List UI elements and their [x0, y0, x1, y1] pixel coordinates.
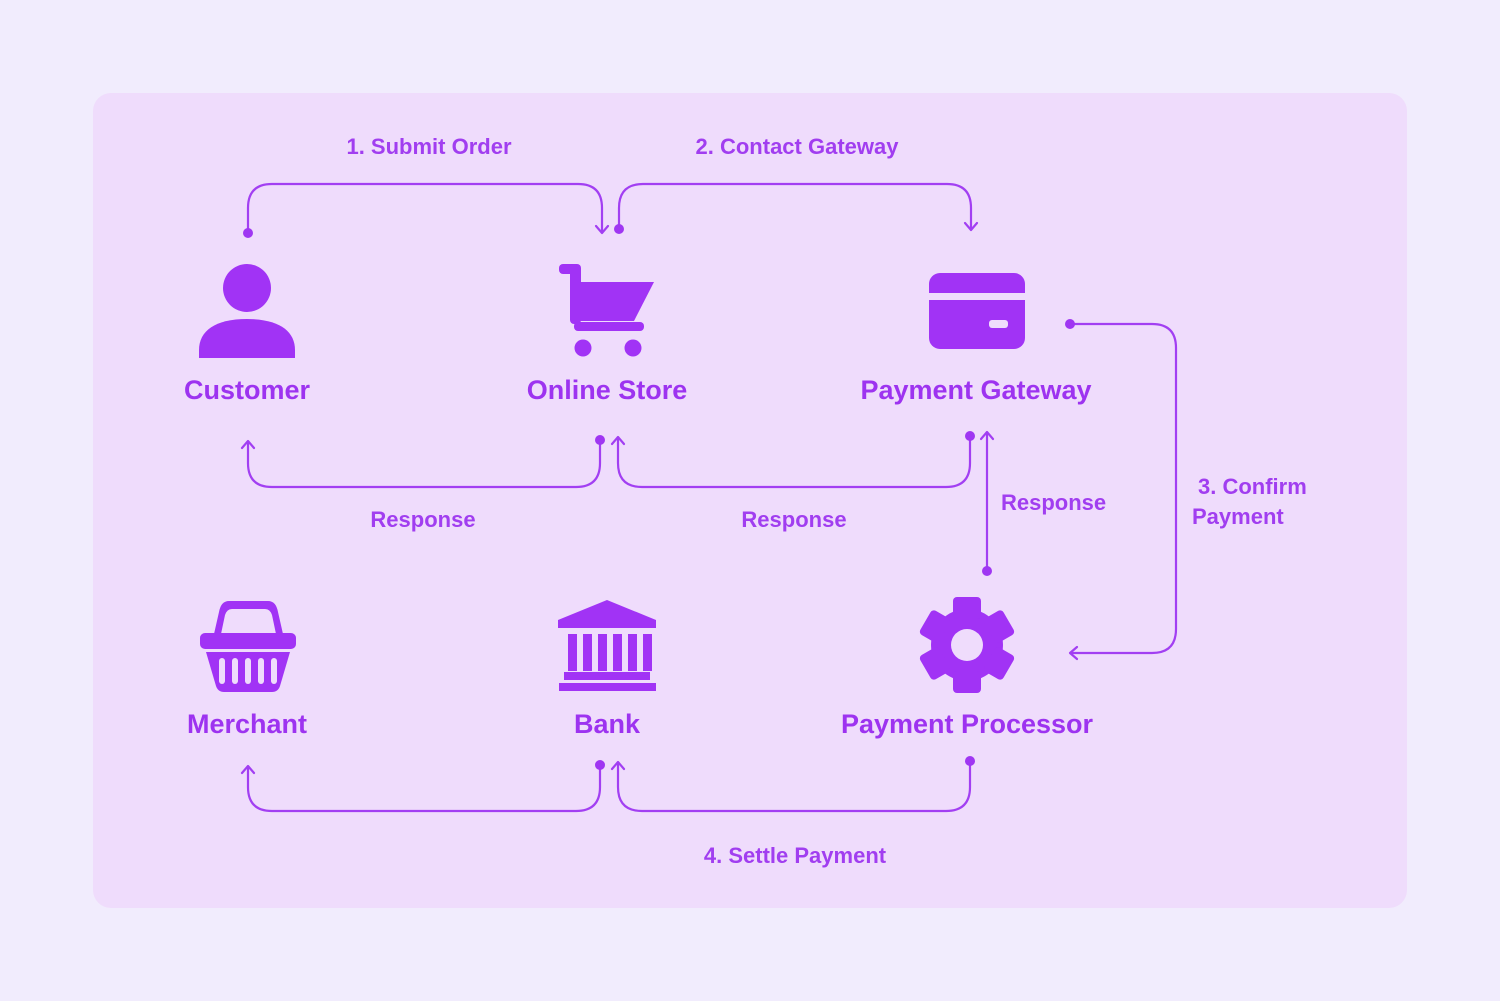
connector-response-processor-gateway	[979, 430, 995, 576]
connector-contact-gateway	[614, 182, 979, 234]
connector-settle-processor-bank	[610, 756, 975, 813]
shopping-cart-icon	[559, 264, 654, 357]
shopping-basket-icon	[200, 601, 296, 692]
person-icon	[199, 264, 295, 358]
node-label-payment-gateway: Payment Gateway	[860, 375, 1091, 405]
edge-label-response-processor-gateway: Response	[1001, 490, 1106, 515]
node-label-payment-processor: Payment Processor	[841, 709, 1094, 739]
connector-response-gateway-store	[610, 431, 975, 489]
node-label-online-store: Online Store	[527, 375, 688, 405]
connector-confirm-payment	[1065, 319, 1178, 661]
edge-label-settle-payment: 4. Settle Payment	[704, 843, 887, 868]
connector-response-store-customer	[240, 435, 605, 489]
connector-submit-order	[243, 182, 610, 238]
edge-label-submit-order: 1. Submit Order	[346, 134, 511, 159]
edge-label-confirm-payment-line1: 3. Confirm	[1198, 474, 1307, 499]
node-label-bank: Bank	[574, 709, 641, 739]
edge-label-confirm-payment-line2: Payment	[1192, 504, 1284, 529]
edge-label-response-store-customer: Response	[370, 507, 475, 532]
bank-icon	[558, 600, 656, 691]
connector-settle-bank-merchant	[240, 760, 605, 813]
edge-label-contact-gateway: 2. Contact Gateway	[696, 134, 900, 159]
edge-label-response-gateway-store: Response	[741, 507, 846, 532]
diagram-panel	[93, 93, 1407, 908]
node-label-merchant: Merchant	[187, 709, 307, 739]
node-label-customer: Customer	[184, 375, 311, 405]
gear-icon	[919, 597, 1015, 693]
credit-card-icon	[929, 273, 1025, 349]
